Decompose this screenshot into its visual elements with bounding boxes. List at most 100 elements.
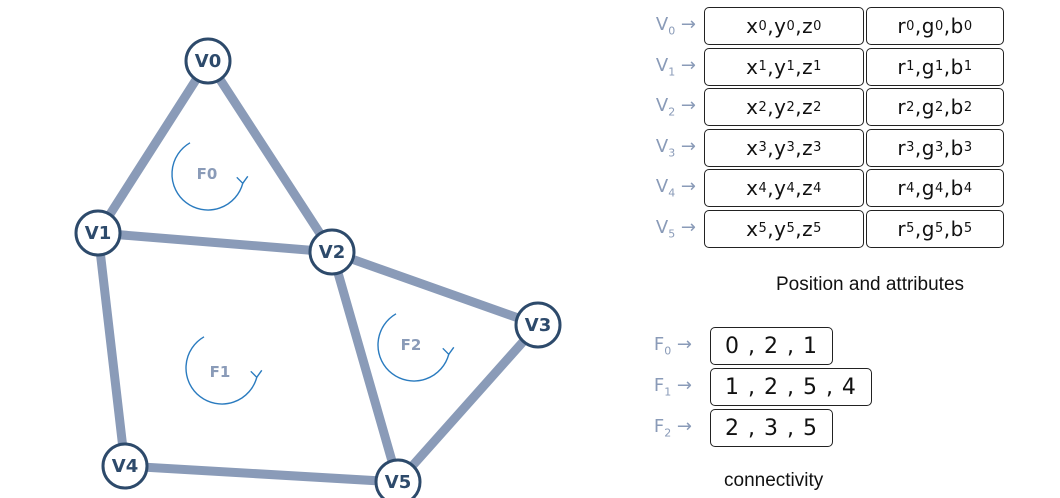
sep: ,: [914, 176, 922, 200]
vertex-row-label-3-index: 3: [668, 146, 676, 160]
vertex-row-label-2: V2 →: [646, 95, 696, 119]
face-row-label-1-letter: F: [653, 375, 665, 397]
color-r-2-index: 2: [906, 99, 915, 115]
face-label-1: F1: [210, 363, 231, 381]
position-y-2-letter: y: [774, 95, 787, 119]
color-b-5-index: 5: [963, 221, 973, 236]
edge-v2-v5: [327, 247, 403, 487]
vertex-row-label-1-letter: V: [655, 54, 669, 76]
face-row-label-2-letter: F: [653, 416, 665, 438]
position-z-0-index: 0: [813, 18, 822, 34]
color-r-0-index: 0: [906, 18, 915, 34]
position-y-4-letter: y: [774, 176, 787, 200]
edge-v2-v3: [327, 247, 543, 330]
face-table-caption: connectivity: [724, 470, 824, 491]
position-y-3-index: 3: [786, 140, 796, 155]
color-b-2-letter: b: [950, 95, 964, 119]
position-y-3-letter: y: [774, 135, 787, 160]
arrow-icon: →: [671, 334, 692, 356]
arrow-icon: →: [675, 135, 696, 157]
color-r-1-letter: r: [897, 54, 907, 79]
sep: ,: [767, 54, 775, 79]
position-x-0-index: 0: [758, 18, 768, 34]
vertex-5-circle: [374, 458, 422, 498]
face-row-label-0-index: 0: [664, 344, 672, 358]
face-label-2: F2: [401, 336, 422, 354]
sep: ,: [914, 54, 922, 79]
vertex-row-label-2-index: 2: [668, 105, 676, 119]
face-row-label-0: F0 →: [644, 334, 692, 358]
vertex-3: V3: [514, 301, 562, 349]
color-b-0-letter: b: [950, 14, 964, 38]
vertex-row-label-3: V3 →: [646, 136, 696, 160]
face-row-1: F1 →1 , 2 , 5 , 4: [644, 368, 872, 406]
vertex-row-label-3-letter: V: [655, 135, 669, 157]
vertex-4-label: V4: [112, 456, 138, 477]
sep: ,: [914, 14, 922, 38]
vertex-row-label-0-index: 0: [668, 24, 676, 38]
position-z-2-letter: z: [802, 95, 814, 119]
sep: ,: [943, 216, 951, 241]
sep: ,: [795, 54, 803, 79]
sep: ,: [767, 176, 775, 200]
vertex-row-label-0: V0 →: [646, 14, 696, 38]
edge-v1-v0: [93, 56, 213, 238]
sep: ,: [943, 176, 951, 200]
color-b-0-index: 0: [963, 18, 973, 34]
vertex-2-label: V2: [319, 242, 345, 263]
position-z-3-letter: z: [802, 135, 814, 160]
edge-v3-v5: [393, 320, 543, 487]
color-b-1-letter: b: [950, 54, 964, 79]
color-r-3-letter: r: [897, 135, 907, 160]
color-g-0-letter: g: [921, 14, 935, 38]
mesh-edges: [93, 56, 543, 487]
color-r-0-letter: r: [897, 14, 907, 38]
face-row-label-0-letter: F: [653, 334, 665, 356]
color-g-3-index: 3: [934, 140, 944, 155]
vertex-row-label-1-index: 1: [668, 65, 676, 79]
color-g-2-index: 2: [934, 99, 944, 115]
color-b-4-index: 4: [963, 180, 973, 196]
edge-v0-v2: [203, 56, 337, 257]
position-x-1-index: 1: [758, 59, 768, 74]
vertex-2: V2: [308, 228, 356, 276]
face-row-label-2-index: 2: [664, 426, 672, 440]
face-row-2: F2 →2 , 3 , 5: [644, 409, 833, 447]
vertex-1: V1: [74, 209, 122, 257]
arrow-icon: →: [671, 375, 692, 397]
sep: ,: [943, 95, 951, 119]
vertex-row-label-4-index: 4: [668, 186, 676, 200]
position-y-4-index: 4: [786, 180, 796, 196]
edge-v4-v1: [93, 228, 130, 471]
position-x-5-letter: x: [746, 216, 759, 241]
vertex-row-label-4: V4 →: [646, 176, 696, 200]
face-row-label-2: F2 →: [644, 416, 692, 440]
color-g-1-letter: g: [921, 54, 935, 79]
arrow-icon: →: [675, 176, 696, 198]
position-x-2-index: 2: [758, 99, 768, 115]
position-z-4-letter: z: [802, 176, 814, 200]
color-r-4-index: 4: [906, 180, 915, 196]
sep: ,: [943, 54, 951, 79]
position-z-3-index: 3: [813, 140, 822, 155]
vertex-4-circle: [101, 442, 149, 490]
sep: ,: [795, 216, 803, 241]
color-g-4-index: 4: [934, 180, 944, 196]
color-g-5-letter: g: [921, 216, 935, 241]
position-y-5-index: 5: [786, 221, 796, 236]
face-0-arrowhead: [236, 175, 249, 185]
color-b-4-letter: b: [950, 176, 964, 200]
vertex-5-label: V5: [385, 472, 411, 493]
sep: ,: [914, 95, 922, 119]
color-g-2-letter: g: [921, 95, 935, 119]
color-b-3-letter: b: [950, 135, 964, 160]
vertex-1-circle: [74, 209, 122, 257]
face-0-rotation-arrow: [171, 142, 244, 211]
vertex-5: V5: [374, 458, 422, 498]
